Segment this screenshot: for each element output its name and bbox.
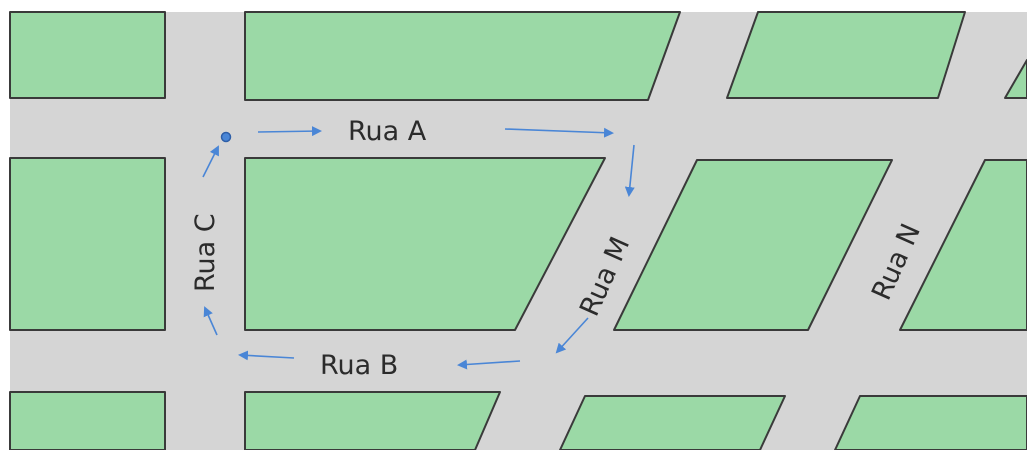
block-mid-1 [9,157,166,331]
start-point-marker [220,131,232,143]
block-bot-4 [834,395,1027,450]
block-top-3 [726,11,966,99]
route-arrow-rua-c-2 [202,145,219,178]
route-arrow-rua-m-1 [624,144,635,197]
block-mid-3 [613,159,893,331]
street-label-rua-c: Rua C [190,213,221,292]
block-top-4 [1004,59,1027,99]
city-blocks [9,11,1027,450]
block-mid-2 [244,157,606,331]
block-bot-3 [559,395,786,450]
street-label-rua-a: Rua A [348,116,427,147]
route-arrow-rua-b-2 [238,350,295,361]
route-arrow-rua-a-2 [504,127,614,138]
block-mid-4 [899,159,1027,331]
block-top-1 [9,11,166,99]
route-arrow-rua-b-1 [457,359,521,370]
block-top-2 [244,11,681,101]
block-bot-1 [9,391,166,450]
route-arrow-rua-a-1 [257,126,322,137]
route-path [202,126,635,370]
route-arrow-rua-c-1 [203,306,218,336]
block-bot-2 [244,391,501,450]
route-arrow-rua-m-2 [555,317,589,354]
street-label-rua-b: Rua B [320,350,398,381]
